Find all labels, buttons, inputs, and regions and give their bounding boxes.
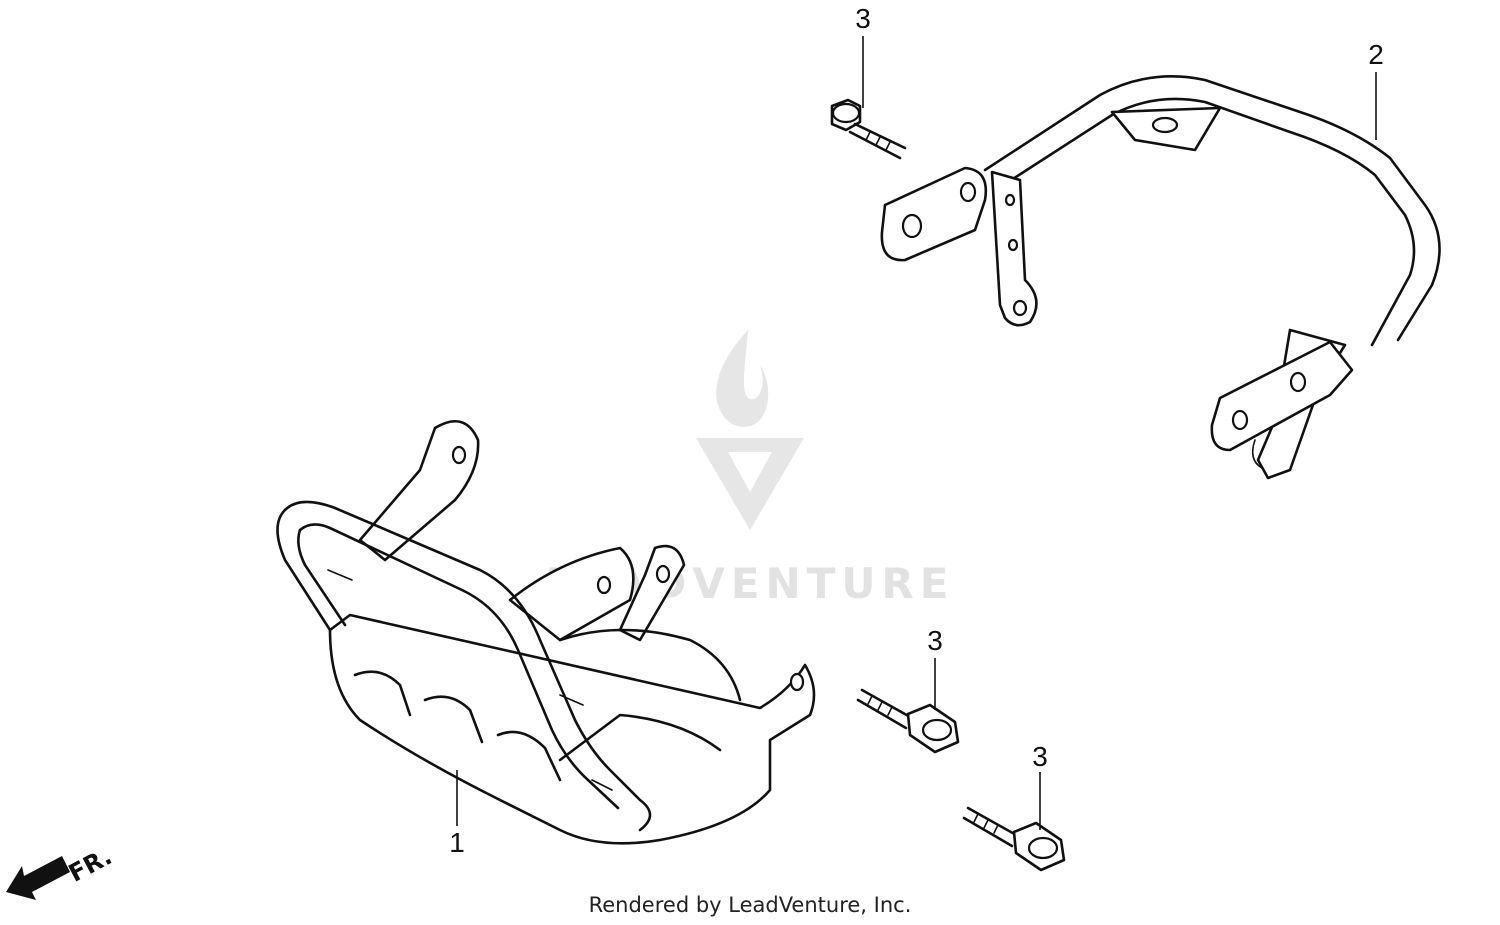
callout-2: 2 bbox=[1368, 39, 1384, 70]
callout-3-low: 3 bbox=[1032, 741, 1048, 772]
bolt-mid-part-3 bbox=[856, 688, 960, 754]
arrow-left-icon bbox=[6, 856, 70, 900]
v-mark-icon bbox=[696, 438, 804, 530]
callout-3-mid: 3 bbox=[927, 625, 943, 656]
bolt-top-part-3 bbox=[830, 98, 907, 160]
direction-label: FR. bbox=[64, 842, 116, 888]
callout-1: 1 bbox=[449, 827, 465, 858]
front-guard-part-1 bbox=[276, 419, 816, 845]
front-direction-indicator: FR. bbox=[6, 842, 116, 900]
bolt-low-part-3 bbox=[962, 806, 1066, 872]
flame-icon bbox=[716, 330, 769, 427]
callout-3-top: 3 bbox=[855, 3, 871, 34]
render-credit: Rendered by LeadVenture, Inc. bbox=[588, 893, 912, 917]
rear-guard-part-2 bbox=[880, 75, 1441, 480]
